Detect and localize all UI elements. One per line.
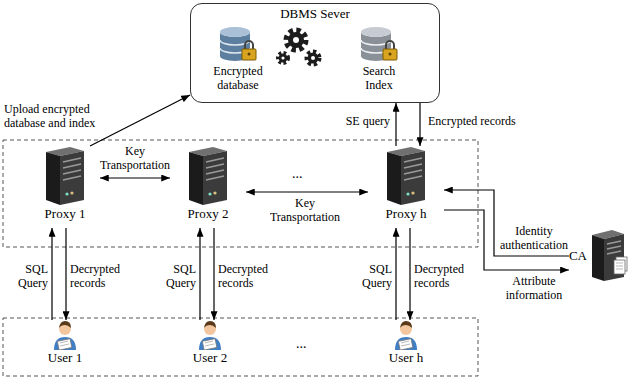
user-group-frame [3,318,478,376]
node-label: User 2 [180,351,240,366]
user-icon [180,320,240,350]
connector-arrow [444,190,569,256]
connector-arrow [100,177,170,178]
proxy-server: Proxy h [368,146,444,228]
user-node: User h [376,320,436,372]
edge-label-box: Encrypted records [428,114,538,128]
edge-label-box: SQL Query [350,262,392,291]
edge-label-box: Upload encrypted database and index [4,102,116,131]
connector-arrow [419,103,420,146]
edge-label: SQL Query [362,262,392,290]
user-icon-graphic [49,320,81,350]
proxy-server: Proxy 2 [170,146,246,228]
node-label: Proxy 1 [30,207,100,222]
proxy-group-frame [3,140,478,247]
edge-label-box: Key Transportation [262,196,348,225]
idx-icon-graphic [358,24,400,64]
edge-label: SE query [346,114,390,128]
search-index: Search Index [351,24,407,99]
ellipsis-box: ... [292,166,303,183]
connector-arrow [213,228,214,320]
ca-icon-graphic [590,229,628,283]
edge-label-box: Identity authentication [498,224,570,253]
connector-arrow [395,228,396,320]
connector-arrow [409,228,410,320]
node-label: Proxy 2 [170,207,246,222]
node-label: Search Index [351,65,407,93]
edge-label: Key Transportation [270,196,340,224]
connector-arrow [51,228,52,320]
ca-server: CA [569,226,628,286]
connector-arrow [65,228,66,320]
edge-label-box: Decrypted records [218,262,280,291]
idx-icon [351,24,407,64]
connector-arrow [199,228,200,320]
node-label: Proxy h [368,207,444,222]
edge-label: Attribute information [506,274,563,302]
edge-label-box: SQL Query [154,262,196,291]
user-icon-graphic [390,320,422,350]
node-label: DBMS Sever [191,7,439,22]
ellipsis-box: ... [296,336,307,353]
db-icon-graphic [217,24,259,64]
ca-icon [590,229,628,283]
edge-label-box: Decrypted records [70,262,132,291]
user-icon [376,320,436,350]
user-icon [35,320,95,350]
edge-label-box: SQL Query [6,262,48,291]
user-node: User 1 [35,320,95,372]
dbms-server-box: DBMS SeverEncrypted database Search Index [190,3,440,103]
server-icon [368,146,444,206]
proxy-server: Proxy 1 [30,146,100,228]
gears-icon [278,31,319,64]
server-icon-graphic [42,146,88,206]
node-label: Encrypted database [199,65,277,93]
edge-label: SQL Query [18,262,48,290]
connector-arrow [246,191,368,192]
edge-label: Identity authentication [500,224,568,252]
server-icon-graphic [185,146,231,206]
encrypted-database: Encrypted database [199,24,277,99]
user-node: User 2 [180,320,240,372]
db-icon [199,24,277,64]
edge-label: Upload encrypted database and index [4,102,95,130]
edge-label-box: SE query [318,114,390,128]
connector-arrow [90,95,190,146]
node-label: User h [376,351,436,366]
edge-label: Decrypted records [218,262,268,290]
ellipsis-label: ... [292,166,303,181]
edge-label: Encrypted records [428,114,516,128]
node-label: CA [569,249,587,264]
edge-label-box: Key Transportation [96,144,174,173]
edge-label-box: Decrypted records [414,262,476,291]
edge-label: Decrypted records [70,262,120,290]
server-icon-graphic [383,146,429,206]
ellipsis-label: ... [296,336,307,351]
edge-label: Key Transportation [100,144,170,172]
server-icon [30,146,100,206]
edge-label: Decrypted records [414,262,464,290]
edge-label: SQL Query [166,262,196,290]
connector-arrow [395,103,396,146]
node-label: User 1 [35,351,95,366]
user-icon-graphic [194,320,226,350]
edge-label-box: Attribute information [498,274,570,303]
connector-arrow [444,210,569,270]
server-icon [170,146,246,206]
